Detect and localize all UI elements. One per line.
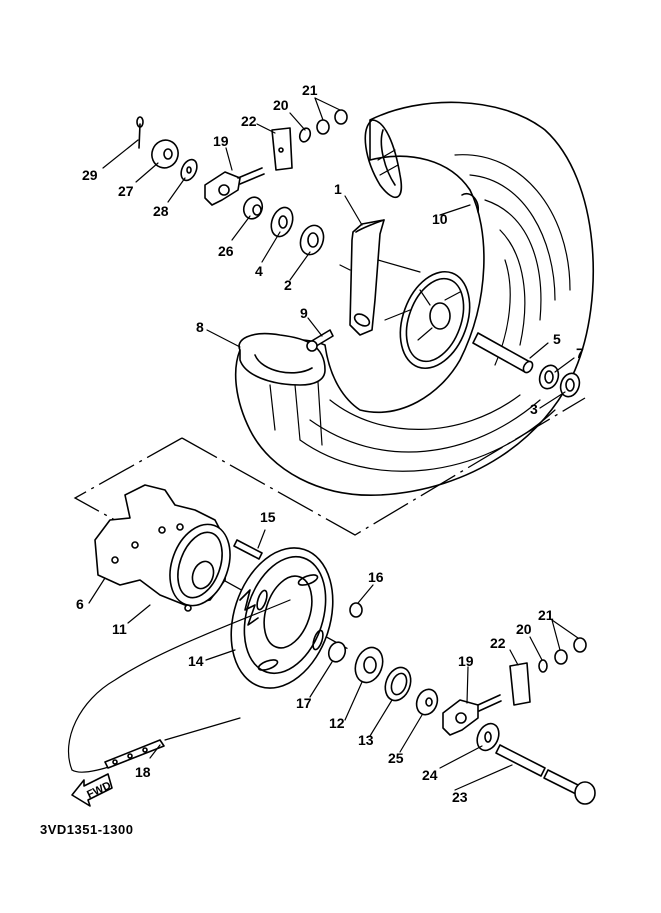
collar-26 [242, 196, 264, 220]
chain-puller-19-bottom [442, 694, 502, 736]
callout-21-top: 21 [302, 82, 318, 98]
callout-5: 5 [553, 331, 561, 347]
chain-puller-plate-22-top [271, 127, 293, 171]
callout-labels: 29 27 28 19 22 20 21 26 4 2 1 10 8 9 5 7… [76, 82, 584, 805]
callout-7: 7 [576, 345, 584, 361]
cotter-pin-29 [136, 116, 144, 149]
nut-16 [349, 602, 363, 618]
callout-11: 11 [112, 621, 127, 637]
callout-19-top: 19 [213, 133, 229, 149]
callout-19-bottom: 19 [458, 653, 474, 669]
axle-nut-27 [151, 139, 179, 169]
callout-25: 25 [388, 750, 404, 766]
callout-18: 18 [135, 764, 151, 780]
oil-seal-7 [538, 364, 560, 390]
valve-stem [306, 329, 334, 352]
callout-16: 16 [368, 569, 384, 585]
callout-10: 10 [432, 211, 448, 227]
nut-21-bottom-b [573, 637, 587, 653]
callout-12: 12 [329, 715, 345, 731]
callout-26: 26 [218, 243, 234, 259]
sprocket [230, 547, 334, 689]
callout-8: 8 [196, 319, 204, 335]
chain-puller-19-top [204, 167, 265, 206]
rim-band [461, 193, 480, 213]
leader-lines [88, 97, 579, 791]
drive-chain [67, 599, 291, 773]
oil-seal-13 [384, 666, 412, 702]
callout-6: 6 [76, 596, 84, 612]
callout-23: 23 [452, 789, 468, 805]
callout-2: 2 [284, 277, 292, 293]
callout-27: 27 [118, 183, 134, 199]
bearing-2 [299, 224, 325, 256]
callout-29: 29 [82, 167, 98, 183]
callout-20-bottom: 20 [516, 621, 532, 637]
drawing-code: 3VD1351-1300 [40, 822, 133, 837]
callout-9: 9 [300, 305, 308, 321]
washer-28 [180, 158, 198, 182]
callout-3: 3 [530, 401, 538, 417]
nut-21-bottom-a [554, 649, 568, 665]
washer-24 [476, 722, 500, 752]
chain-puller-plate-22-bottom [509, 662, 531, 706]
bearing-3 [559, 372, 581, 398]
callout-17: 17 [296, 695, 312, 711]
callout-22-bottom: 22 [490, 635, 506, 651]
callout-20-top: 20 [273, 97, 289, 113]
spacer-tube [472, 332, 534, 374]
wheel-hub [339, 219, 471, 370]
callout-22-top: 22 [241, 113, 257, 129]
stud-bolt [233, 539, 263, 560]
axle [495, 744, 596, 805]
washer-20-bottom [538, 659, 548, 673]
bearing-12 [354, 646, 384, 684]
callout-28: 28 [153, 203, 169, 219]
nuts-21-top [316, 109, 348, 135]
collar-25 [415, 688, 439, 716]
assembly-boundary-2 [181, 397, 586, 536]
callout-4: 4 [255, 263, 263, 279]
callout-13: 13 [358, 732, 374, 748]
sprocket-hub-assembly [94, 484, 231, 612]
oil-seal-4 [270, 206, 294, 238]
forward-direction-arrow: FWD [71, 773, 113, 807]
callout-14: 14 [188, 653, 204, 669]
collar-17 [327, 641, 347, 663]
callout-15: 15 [260, 509, 276, 525]
washer-20-top [298, 127, 312, 143]
callout-24: 24 [422, 767, 438, 783]
callout-21-bottom: 21 [538, 607, 554, 623]
callout-1: 1 [334, 181, 342, 197]
